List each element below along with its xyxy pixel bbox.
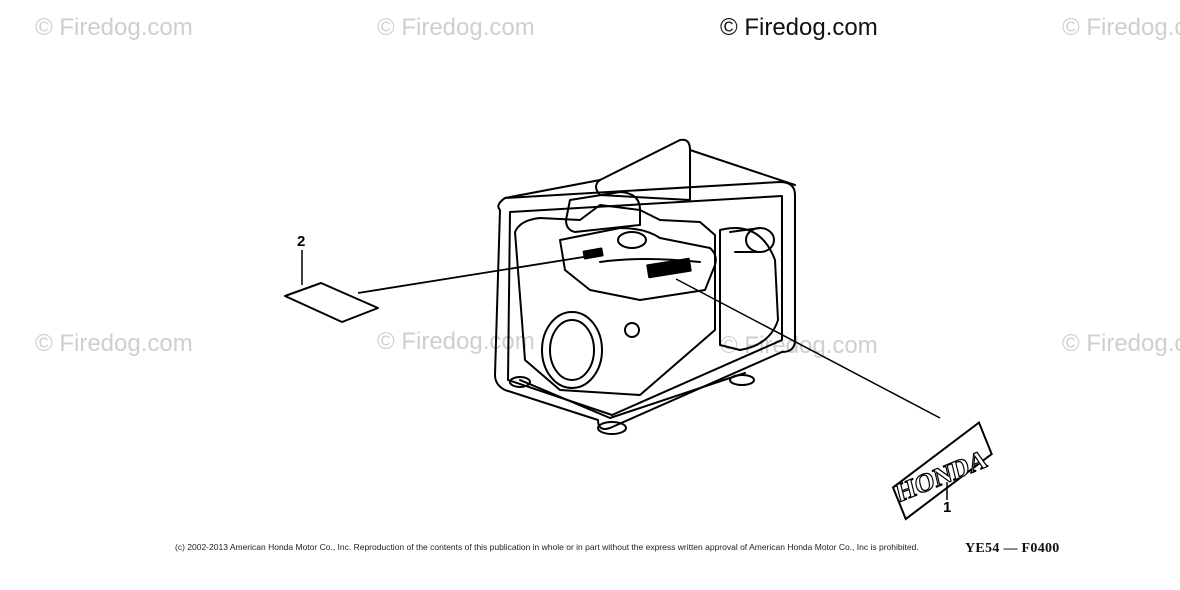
watermark-mid-right: © Firedog.com xyxy=(720,332,878,359)
foot-front-left xyxy=(597,421,627,435)
watermark-top-left: © Firedog.com xyxy=(35,14,193,41)
outlet-pipe xyxy=(745,227,775,253)
callout-1: 1 xyxy=(943,499,952,516)
air-cleaner xyxy=(565,191,641,233)
watermark-primary: © Firedog.com xyxy=(720,14,878,41)
copyright-notice: (c) 2002-2013 American Honda Motor Co., … xyxy=(175,542,919,552)
fuel-tank xyxy=(559,227,717,301)
pump-volute xyxy=(719,227,779,351)
watermark-top-right: © Firedog.com xyxy=(1062,14,1180,41)
figure-code: YE54 — F0400 xyxy=(965,541,1060,556)
callout-2: 2 xyxy=(297,233,306,250)
watermark-top-center: © Firedog.com xyxy=(377,14,535,41)
foot-back-left xyxy=(509,376,531,388)
engine-body xyxy=(514,204,716,396)
recoil-starter xyxy=(541,311,603,389)
leader-line-1 xyxy=(675,278,941,419)
part-2-sticker xyxy=(284,282,379,323)
watermark-far-right: © Firedog.com xyxy=(1062,330,1180,357)
watermark-mid-left: © Firedog.com xyxy=(35,330,193,357)
fuel-cap xyxy=(617,231,647,249)
leader-line-2b xyxy=(357,254,597,294)
part-1-honda-emblem: HONDA xyxy=(891,420,993,521)
tank-label xyxy=(646,257,692,279)
